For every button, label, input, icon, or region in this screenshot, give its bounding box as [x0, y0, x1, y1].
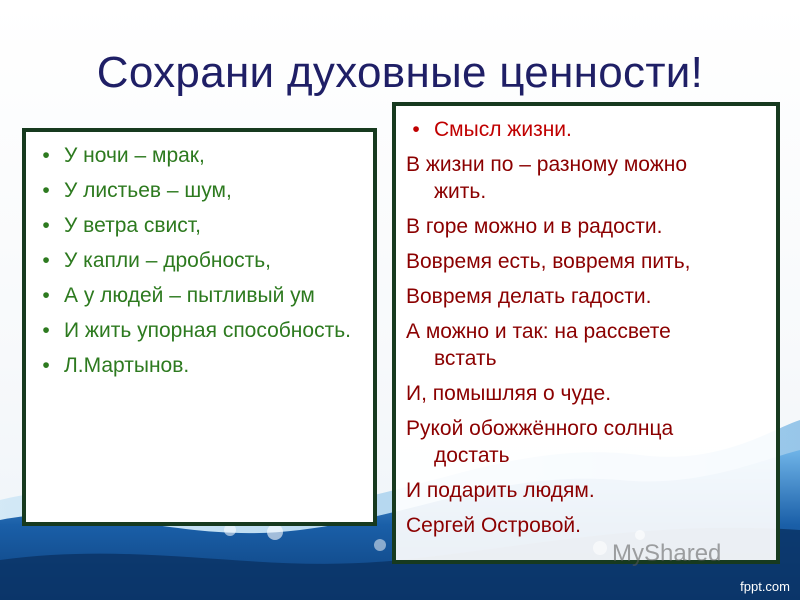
list-item: • У ночи – мрак,	[36, 142, 363, 169]
poem-line-text: И, помышляя о чуде.	[406, 382, 612, 405]
poem-line: А можно и так: на рассвете встать	[406, 318, 768, 372]
left-list: • У ночи – мрак, • У листьев – шум, • У вет…	[26, 132, 373, 379]
poem-line: И подарить людям.	[406, 477, 768, 504]
poem-line-text: Вовремя есть, вовремя пить,	[406, 250, 691, 273]
list-item-text: У ночи – мрак,	[64, 144, 205, 167]
poem-right-panel: • Смысл жизни. В жизни по – разному можн…	[392, 102, 780, 564]
poem-line-text: В жизни по – разному можно	[406, 153, 688, 176]
poem-line-continuation: встать	[434, 347, 497, 370]
list-item-text: А у людей – пытливый ум	[64, 284, 315, 307]
bullet-icon: •	[42, 284, 50, 307]
bullet-icon: •	[42, 319, 50, 342]
bullet-icon: •	[412, 118, 420, 141]
poem-left-panel: • У ночи – мрак, • У листьев – шум, • У вет…	[22, 128, 377, 526]
poem-line: Рукой обожжённого солнца достать	[406, 415, 768, 469]
poem-heading-text: Смысл жизни.	[434, 118, 572, 141]
poem-line: В жизни по – разному можно жить.	[406, 151, 768, 205]
author-name: Сергей Островой.	[406, 514, 581, 537]
list-item: • У ветра свист,	[36, 212, 363, 239]
list-item-text: И жить упорная способность.	[64, 319, 351, 342]
list-item: • А у людей – пытливый ум	[36, 282, 363, 309]
poem-line-continuation: жить.	[434, 180, 487, 203]
poem-heading: • Смысл жизни.	[406, 116, 768, 143]
poem-line-text: А можно и так: на рассвете	[406, 320, 671, 343]
bullet-icon: •	[42, 214, 50, 237]
bullet-icon: •	[42, 144, 50, 167]
author-name: Л.Мартынов.	[64, 354, 190, 377]
bullet-icon: •	[42, 249, 50, 272]
list-item: • Л.Мартынов.	[36, 352, 363, 379]
list-item: • У капли – дробность,	[36, 247, 363, 274]
poem-line: Вовремя делать гадости.	[406, 283, 768, 310]
watermark: MyShared	[612, 540, 722, 567]
poem-line: Сергей Островой.	[406, 512, 768, 539]
poem-line-text: Рукой обожжённого солнца	[406, 417, 674, 440]
list-item-text: У капли – дробность,	[64, 249, 272, 272]
poem-line-continuation: достать	[434, 444, 510, 467]
bullet-icon: •	[42, 354, 50, 377]
poem-line-text: И подарить людям.	[406, 479, 595, 502]
poem-line-text: В горе можно и в радости.	[406, 215, 663, 238]
bullet-icon: •	[42, 179, 50, 202]
poem-line-text: Вовремя делать гадости.	[406, 285, 652, 308]
right-content: • Смысл жизни. В жизни по – разному можн…	[396, 106, 776, 539]
list-item-text: У листьев – шум,	[64, 179, 232, 202]
brand-label: fppt.com	[740, 579, 790, 594]
list-item: • И жить упорная способность.	[36, 317, 363, 344]
page-title: Сохрани духовные ценности!	[96, 48, 704, 97]
list-item: • У листьев – шум,	[36, 177, 363, 204]
poem-line: В горе можно и в радости.	[406, 213, 768, 240]
poem-line: Вовремя есть, вовремя пить,	[406, 248, 768, 275]
poem-line: И, помышляя о чуде.	[406, 380, 768, 407]
list-item-text: У ветра свист,	[64, 214, 201, 237]
